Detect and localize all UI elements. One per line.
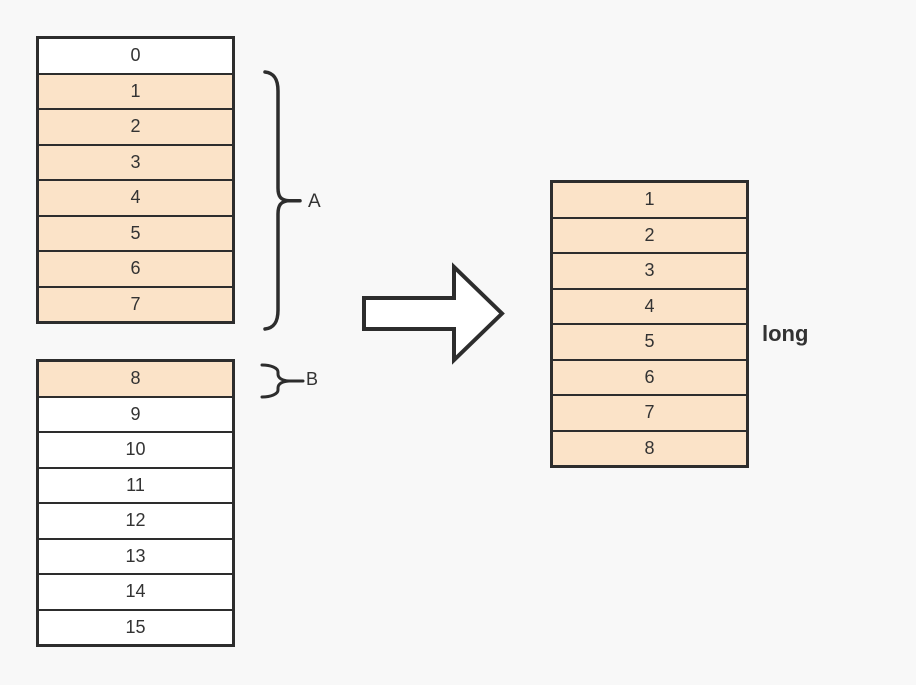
memory-cell-11: 11: [39, 466, 232, 502]
memory-cell-5: 5: [39, 214, 232, 250]
memory-cell-12: 12: [39, 502, 232, 538]
long-label: long: [762, 321, 809, 346]
memory-cell-4: 4: [553, 287, 746, 323]
memory-cell-2: 2: [553, 216, 746, 252]
memory-cell-1: 1: [553, 183, 746, 217]
arrow-right-icon: [362, 262, 505, 365]
brace-a-label: A: [308, 191, 321, 212]
memory-cell-9: 9: [39, 395, 232, 431]
memory-cell-6: 6: [39, 250, 232, 286]
memory-cell-8: 8: [39, 362, 232, 396]
memory-cell-6: 6: [553, 358, 746, 394]
brace-a-icon: [263, 70, 302, 331]
memory-cell-15: 15: [39, 608, 232, 644]
memory-cell-2: 2: [39, 108, 232, 144]
memory-cell-7: 7: [39, 285, 232, 321]
brace-b-label: B: [306, 369, 319, 389]
memory-cell-13: 13: [39, 537, 232, 573]
memory-cell-7: 7: [553, 394, 746, 430]
memory-cell-5: 5: [553, 323, 746, 359]
memory-cell-10: 10: [39, 431, 232, 467]
memory-cell-8: 8: [553, 429, 746, 465]
memory-cell-14: 14: [39, 573, 232, 609]
memory-cell-4: 4: [39, 179, 232, 215]
brace-b-icon: [260, 363, 305, 399]
memory-cell-3: 3: [553, 252, 746, 288]
memory-cell-3: 3: [39, 143, 232, 179]
memory-cell-0: 0: [39, 39, 232, 73]
memory-cell-1: 1: [39, 72, 232, 108]
